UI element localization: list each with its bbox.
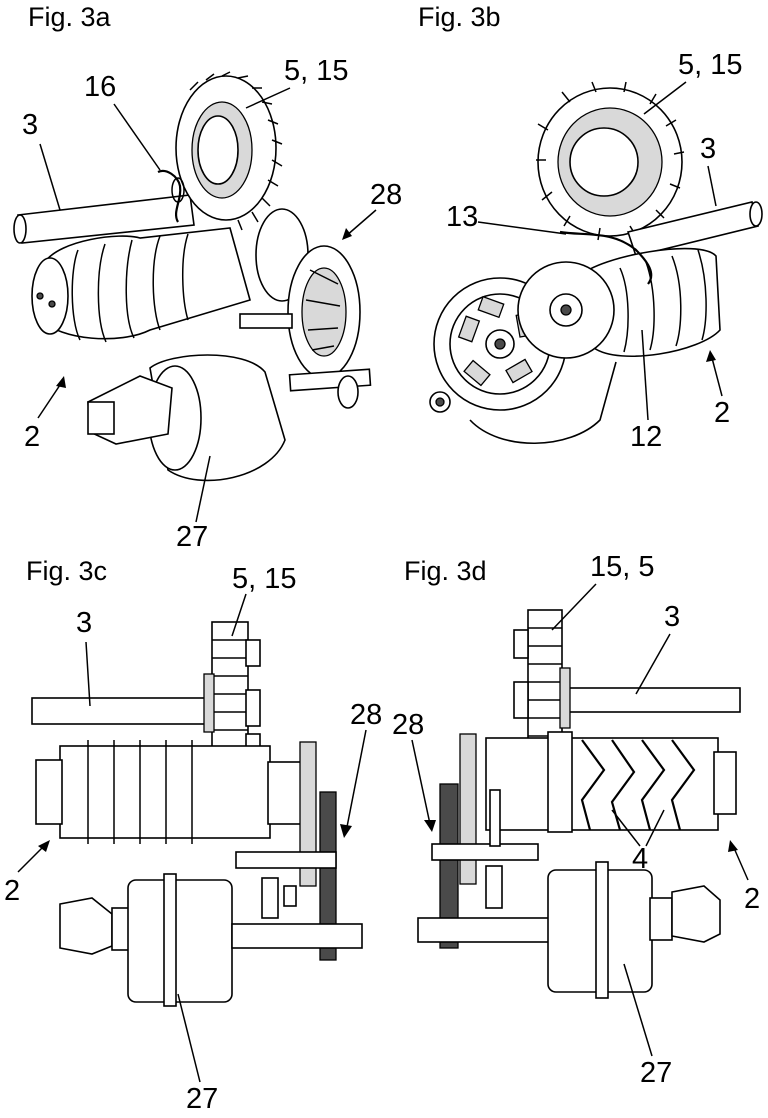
- fig3a-label-shaft: 3: [22, 109, 38, 141]
- fig3d-label-motor: 27: [640, 1057, 672, 1089]
- figure-3a-title: Fig. 3a: [28, 2, 112, 32]
- fig3b-shift-drum: [579, 247, 721, 358]
- fig3d-label-forks: 4: [632, 843, 648, 875]
- fig3b-label-assembly: 2: [714, 397, 730, 429]
- fig3d-shift-forks: [580, 739, 696, 831]
- figure-3c: Fig. 3c: [4, 556, 382, 1115]
- fig3b-gearset: [429, 261, 617, 444]
- figure-3a: Fig. 3a: [13, 2, 402, 553]
- fig3b-label-lever: 13: [446, 201, 478, 233]
- figure-3b-title: Fig. 3b: [418, 2, 501, 32]
- fig3d-shaft: [559, 687, 741, 713]
- fig3a-shaft: [13, 194, 195, 244]
- fig3a-spring: [157, 169, 185, 223]
- fig3c-label-motor: 27: [186, 1083, 218, 1115]
- fig3c-label-gearset: 28: [350, 699, 382, 731]
- fig3a-shift-drum: [31, 227, 251, 343]
- fig3a-label-spring: 16: [84, 71, 116, 103]
- fig3a-gearset: [239, 208, 372, 409]
- fig3b-label-drum: 12: [630, 421, 662, 453]
- fig3b-lever: [559, 230, 653, 285]
- fig3c-label-shaft: 3: [76, 607, 92, 639]
- fig3d-gearset: [431, 733, 539, 949]
- fig3c-motor: [59, 873, 363, 1007]
- fig3a-label-gearset: 28: [370, 179, 402, 211]
- figure-3b: Fig. 3b: [418, 2, 763, 453]
- fig3d-label-assembly: 2: [744, 883, 760, 915]
- fig3d-motor: [417, 861, 721, 999]
- fig3b-gear-5-15: [536, 81, 685, 241]
- fig3d-shift-drum: [485, 731, 737, 833]
- fig3a-label-assembly: 2: [24, 421, 40, 453]
- fig3b-label-shaft: 3: [700, 133, 716, 165]
- figure-3c-title: Fig. 3c: [26, 556, 107, 586]
- fig3d-label-gear: 15, 5: [590, 551, 655, 583]
- fig3c-shift-drum: [35, 740, 309, 844]
- fig3a-motor: [87, 354, 286, 482]
- fig3d-label-shaft: 3: [664, 601, 680, 633]
- fig3c-label-assembly: 2: [4, 875, 20, 907]
- fig3a-label-motor: 27: [176, 521, 208, 553]
- fig3d-gear-15-5: [513, 609, 571, 755]
- fig3a-gear-5-15: [175, 71, 283, 231]
- fig3c-label-gear: 5, 15: [232, 563, 297, 595]
- figure-3d: Fig. 3d: [392, 551, 760, 1089]
- fig3b-label-gear: 5, 15: [678, 49, 743, 81]
- fig3a-label-gear: 5, 15: [284, 55, 349, 87]
- fig3c-gearset: [235, 741, 337, 961]
- fig3d-label-gearset: 28: [392, 709, 424, 741]
- figure-3d-title: Fig. 3d: [404, 556, 487, 586]
